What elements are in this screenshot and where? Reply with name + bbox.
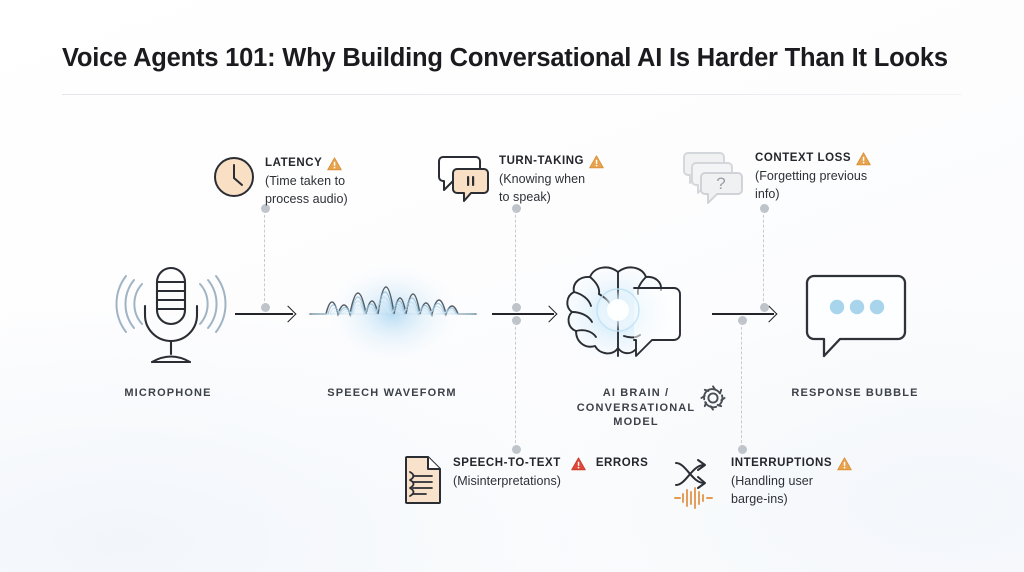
microphone-icon bbox=[115, 266, 227, 364]
arrow-mic-to-waveform bbox=[235, 305, 297, 323]
warning-triangle-icon bbox=[566, 457, 586, 471]
annotation-turn-taking-detail: (Knowing when to speak) bbox=[499, 171, 586, 204]
stage-speech-waveform bbox=[307, 252, 479, 376]
arrow-brain-to-response bbox=[712, 305, 778, 323]
arrow-waveform-to-brain bbox=[492, 305, 558, 323]
annotation-context-loss-detail: (Forgetting previous info) bbox=[755, 168, 868, 201]
annotation-context-loss-title: CONTEXT LOSS bbox=[755, 151, 871, 167]
annotation-stt-errors-title: SPEECH-TO-TEXT ERRORS bbox=[453, 457, 649, 471]
annotation-turn-taking-title: TURN-TAKING bbox=[499, 154, 604, 170]
stage-label-response-bubble: RESPONSE BUBBLE bbox=[791, 387, 919, 399]
brain-chat-icon bbox=[556, 262, 681, 366]
annotation-interruptions-detail: (Handling user barge-ins) bbox=[731, 473, 813, 506]
stage-label-microphone: MICROPHONE bbox=[124, 387, 212, 399]
clock-icon bbox=[212, 155, 256, 199]
warning-triangle-icon bbox=[837, 457, 852, 471]
warning-triangle-icon bbox=[856, 152, 871, 166]
annotation-latency: LATENCY (Time taken to process audio) bbox=[212, 155, 348, 208]
question-mark-glyph: ? bbox=[716, 174, 725, 193]
chat-bubble-icon bbox=[805, 274, 907, 358]
waveform-icon bbox=[307, 264, 479, 364]
annotation-stt-errors: SPEECH-TO-TEXT ERRORS (Misinterpretation… bbox=[402, 455, 648, 505]
stacked-chat-bubbles-icon: ? bbox=[683, 150, 746, 206]
paused-chat-bubbles-icon bbox=[438, 153, 490, 203]
typing-dot-3 bbox=[869, 299, 885, 315]
annotation-context-loss: ? CONTEXT LOSS (Forgetting previous info… bbox=[683, 150, 871, 206]
annotation-interruptions-title: INTERRUPTIONS bbox=[731, 456, 852, 472]
annotation-interruptions: INTERRUPTIONS (Handling user barge-ins) bbox=[672, 455, 852, 509]
stage-label-speech-waveform: SPEECH WAVEFORM bbox=[327, 387, 457, 399]
stage-ai-brain bbox=[556, 258, 706, 376]
warning-triangle-icon bbox=[327, 157, 343, 171]
annotation-turn-taking: TURN-TAKING (Knowing when to speak) bbox=[438, 153, 604, 206]
connector-turn-taking bbox=[512, 204, 521, 312]
annotation-latency-detail: (Time taken to process audio) bbox=[265, 173, 348, 206]
header-divider bbox=[62, 94, 962, 95]
connector-latency bbox=[261, 204, 270, 312]
document-text-icon bbox=[402, 455, 444, 505]
stage-microphone bbox=[112, 258, 230, 376]
crossing-arrows-waveform-icon bbox=[672, 455, 722, 509]
page-title: Voice Agents 101: Why Building Conversat… bbox=[62, 44, 948, 72]
stage-label-ai-brain: AI BRAIN / CONVERSATIONAL MODEL bbox=[548, 386, 724, 430]
gear-icon bbox=[698, 383, 728, 413]
typing-dot-1 bbox=[829, 299, 845, 315]
typing-dot-2 bbox=[849, 299, 865, 315]
annotation-stt-errors-detail: (Misinterpretations) bbox=[453, 473, 561, 488]
warning-triangle-icon bbox=[589, 155, 604, 169]
stage-response-bubble bbox=[804, 272, 908, 358]
connector-stt-errors bbox=[512, 316, 521, 454]
stage-label-ai-brain-line1: AI BRAIN / bbox=[602, 387, 670, 399]
stage-label-ai-brain-line2: CONVERSATIONAL bbox=[576, 401, 696, 414]
stage-label-ai-brain-line3: MODEL bbox=[613, 416, 659, 428]
connector-context-loss bbox=[760, 204, 769, 312]
connector-interruptions bbox=[738, 316, 747, 454]
annotation-latency-title: LATENCY bbox=[265, 156, 348, 172]
